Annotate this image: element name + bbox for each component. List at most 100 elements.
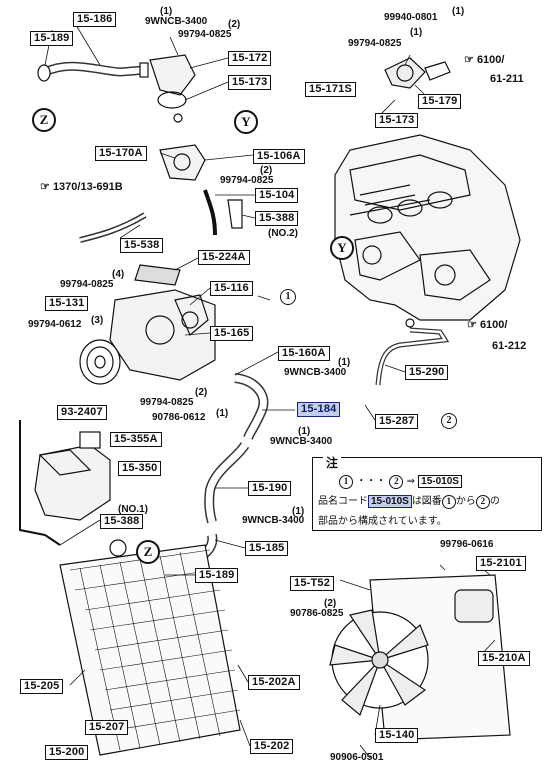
thermostat-housing-right [384, 57, 451, 89]
qty-90786-0825: (2) [324, 598, 337, 609]
part-99794-0825-e[interactable]: 99794-0825 [140, 397, 194, 408]
page-ref-icon: ☞ [464, 54, 474, 66]
part-99794-0825-a[interactable]: 99794-0825 [178, 29, 232, 40]
label-15-189-top[interactable]: 15-189 [30, 31, 74, 46]
label-15-173-right[interactable]: 15-173 [375, 113, 419, 128]
label-15-202[interactable]: 15-202 [250, 739, 294, 754]
label-15-287[interactable]: 15-287 [375, 414, 419, 429]
label-15-173-mid[interactable]: 15-173 [228, 75, 272, 90]
label-15-185[interactable]: 15-185 [245, 541, 289, 556]
part-9wncb-3400-b[interactable]: 9WNCB-3400 [284, 367, 347, 378]
upper-hose-15-186 [37, 61, 149, 82]
qty-9wncb-3400-d: (1) [292, 506, 305, 517]
label-15-140[interactable]: 15-140 [375, 728, 419, 743]
marker-y-mid: Y [330, 236, 354, 260]
label-15-131[interactable]: 15-131 [45, 296, 89, 311]
part-99796-0616[interactable]: 99796-0616 [440, 539, 494, 550]
label-15-207[interactable]: 15-207 [85, 720, 129, 735]
note-code-2[interactable]: 15-010S [368, 495, 412, 508]
label-15-184[interactable]: 15-184 [297, 402, 341, 417]
qty-99940-0801: (1) [452, 6, 465, 17]
label-15-165[interactable]: 15-165 [210, 326, 254, 341]
note-row2-marker-1: 1 [441, 495, 456, 509]
water-pipe-15-170a [79, 144, 217, 243]
qty-9wncb-3400-a: (1) [160, 6, 173, 17]
label-15-202a[interactable]: 15-202A [248, 675, 300, 690]
note-row-3: 部品から構成されています。 [318, 516, 447, 527]
water-outlet [149, 54, 196, 123]
hose-15-184 [234, 373, 269, 440]
part-99940-0801[interactable]: 99940-0801 [384, 12, 438, 23]
label-15-186[interactable]: 15-186 [73, 12, 117, 27]
label-15-189-bot[interactable]: 15-189 [195, 568, 239, 583]
part-99794-0825-b[interactable]: 99794-0825 [348, 38, 402, 49]
ref-6100-top[interactable]: ☞ 6100/ [464, 53, 504, 66]
label-15-190[interactable]: 15-190 [248, 481, 292, 496]
label-15-205[interactable]: 15-205 [20, 679, 64, 694]
part-99794-0825-d[interactable]: 99794-0825 [60, 279, 114, 290]
label-15-538[interactable]: 15-538 [120, 238, 164, 253]
ref-61-211[interactable]: 61-211 [490, 73, 524, 85]
ref-6100-bot[interactable]: ☞ 6100/ [467, 318, 507, 331]
qty-9wncb-3400-b: (1) [338, 357, 351, 368]
qty-90786-0612: (1) [216, 408, 229, 419]
label-15-210a[interactable]: 15-210A [478, 651, 530, 666]
label-15-350[interactable]: 15-350 [118, 461, 162, 476]
bracket-15-388 [227, 199, 243, 229]
annotation-no2: (NO.2) [268, 228, 298, 239]
part-90906-0501[interactable]: 90906-0501 [330, 752, 384, 763]
note-row2-pre: 品名コード [318, 496, 368, 507]
qty-99794-0825-b: (1) [410, 27, 423, 38]
label-15-171s[interactable]: 15-171S [305, 82, 356, 97]
note-marker-1: 1 [339, 475, 353, 489]
label-15-106a[interactable]: 15-106A [253, 149, 305, 164]
ref-61-212[interactable]: 61-212 [492, 340, 527, 352]
label-15-200[interactable]: 15-200 [45, 745, 89, 760]
page-ref-icon: ☞ [40, 181, 50, 193]
label-15-388-top[interactable]: 15-388 [255, 211, 299, 226]
note-dots: ・・・ [356, 476, 387, 487]
qty-99794-0825-a: (2) [228, 19, 241, 30]
label-15-290[interactable]: 15-290 [405, 365, 449, 380]
label-15-172[interactable]: 15-172 [228, 51, 272, 66]
page-ref-icon: ☞ [467, 319, 477, 331]
label-15-t52[interactable]: 15-T52 [290, 576, 335, 591]
part-90786-0612[interactable]: 90786-0612 [152, 412, 206, 423]
label-93-2407[interactable]: 93-2407 [57, 405, 107, 420]
label-15-116[interactable]: 15-116 [210, 281, 253, 296]
marker-z-top: Z [32, 108, 56, 132]
part-99794-0612[interactable]: 99794-0612 [28, 319, 82, 330]
engine-block [334, 134, 521, 321]
note-row2-marker-2: 2 [475, 495, 490, 509]
part-9wncb-3400-d[interactable]: 9WNCB-3400 [242, 515, 305, 526]
part-9wncb-3400-a[interactable]: 9WNCB-3400 [145, 16, 208, 27]
marker-z-bot: Z [136, 540, 160, 564]
label-15-2101[interactable]: 15-2101 [476, 556, 526, 571]
ref-1370-text: 1370/13-691B [52, 181, 123, 193]
label-15-170a[interactable]: 15-170A [95, 146, 147, 161]
note-title: 注 [323, 454, 342, 471]
label-15-179[interactable]: 15-179 [418, 94, 462, 109]
marker-y-top: Y [234, 110, 258, 134]
coolant-reservoir [19, 420, 111, 546]
note-row2-mid: は図番 [411, 496, 442, 507]
label-15-104[interactable]: 15-104 [255, 188, 299, 203]
note-code-1[interactable]: 15-010S [418, 475, 462, 488]
ref-6100-top-text: 6100/ [476, 54, 505, 66]
part-99794-0825-c[interactable]: 99794-0825 [220, 175, 274, 186]
part-90786-0825[interactable]: 90786-0825 [290, 608, 344, 619]
label-15-388-bot[interactable]: 15-388 [100, 514, 144, 529]
qty-99794-0825-c: (2) [260, 165, 273, 176]
part-9wncb-3400-c[interactable]: 9WNCB-3400 [270, 436, 333, 447]
note-marker-2: 2 [389, 475, 404, 489]
ref-1370[interactable]: ☞ 1370/13-691B [40, 180, 123, 193]
label-15-224a[interactable]: 15-224A [198, 250, 250, 265]
annotation-no1: (NO.1) [118, 504, 148, 515]
label-15-355a[interactable]: 15-355A [110, 432, 162, 447]
qty-99794-0612: (3) [91, 315, 104, 326]
qty-99794-0825-d: (4) [112, 269, 125, 280]
label-15-160a[interactable]: 15-160A [278, 346, 330, 361]
